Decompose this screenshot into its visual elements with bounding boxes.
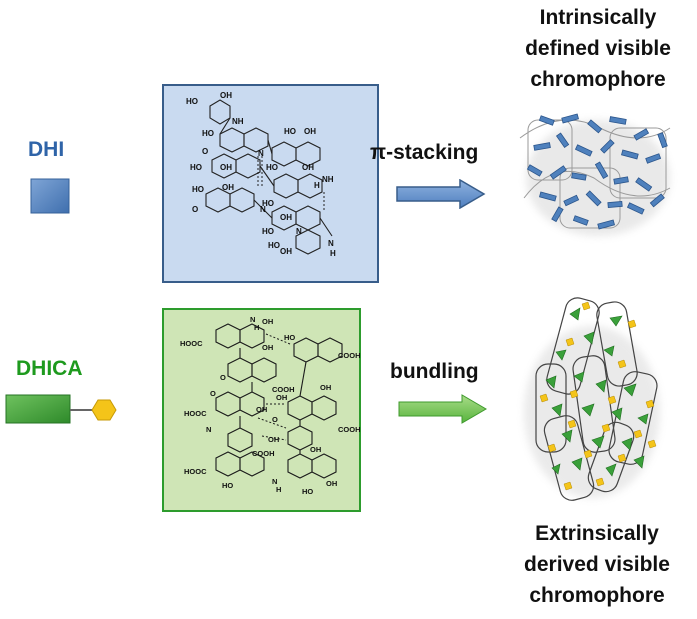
dhi-stacked-aggregate-illustration [519,113,671,236]
dhica-bundle-illustration [524,297,660,501]
dhica-text-cooh-1: COOH [338,351,361,360]
dhi-text-n-1: N [258,149,264,158]
dhica-text-hooc-3: HOOC [184,467,207,476]
dhi-text-ho-2: HO [202,129,214,138]
dhi-text-nh-2: NH [322,175,334,184]
extrinsic-chromophore-heading: Extrinsically derived visible chromophor… [497,518,697,611]
dhi-arrow-icon [396,179,486,209]
dhica-text-oh-1: OH [262,317,273,326]
dhi-text-oh-7: OH [280,247,292,256]
dhica-text-oh-6: OH [268,435,279,444]
dhica-label: DHICA [16,357,83,380]
dhica-text-hooc-2: HOOC [184,409,207,418]
extrinsic-heading-line-2: derived visible [524,553,670,576]
dhica-text-o-2: O [210,389,216,398]
dhica-text-cooh-2: COOH [272,385,295,394]
dhica-text-hooc-1: HOOC [180,339,203,348]
dhica-text-oh-8: OH [326,479,337,488]
dhica-arrow-icon [398,394,487,424]
dhi-text-oh-5: OH [222,183,234,192]
extrinsic-heading-line-1: Extrinsically [535,522,659,545]
dhi-text-ho-8: HO [262,227,274,236]
dhica-text-oh-5: OH [256,405,267,414]
dhi-text-n-3: N [296,227,302,236]
dhica-structure-panel: N H HOOC OH OH HO COOH O COOH OH O OH HO… [162,308,361,512]
dhica-text-ho-3: HO [302,487,313,496]
dhica-text-n-2: N [206,425,211,434]
dhi-text-h-2: H [330,249,336,258]
dhi-text-ho-3: HO [284,127,296,136]
dhi-text-nh-1: NH [232,117,244,126]
dhi-label: DHI [28,138,65,161]
dhica-text-ho-1: HO [284,333,295,342]
dhi-structure-panel: HO OH HO NH HO OH O N HO OH HO OH NH HO … [162,84,379,283]
dhi-text-n-2: N [260,205,266,214]
dhi-text-n-4: N [328,239,334,248]
intrinsic-chromophore-heading: Intrinsically defined visible chromophor… [498,2,697,95]
dhi-text-h-1: H [314,181,320,190]
dhica-text-oh-3: OH [320,383,331,392]
dhica-text-cooh-4: COOH [252,449,275,458]
dhi-text-oh-6: OH [280,213,292,222]
dhi-text-ho-6: HO [192,185,204,194]
dhi-text-ho-4: HO [190,163,202,172]
intrinsic-heading-line-3: chromophore [530,68,666,91]
dhi-text-ho-7: HO [262,199,274,208]
dhi-text-ho-1: HO [186,97,198,106]
intrinsic-heading-line-1: Intrinsically [539,6,657,29]
dhica-text-n-1: N [250,315,255,324]
dhi-text-ho-9: HO [268,241,280,250]
dhi-text-oh-2: OH [304,127,316,136]
dhica-text-oh-7: OH [310,445,321,454]
dhi-text-o-2: O [192,205,198,214]
dhica-text-o-1: O [220,373,226,382]
dhi-text-oh-3: OH [220,163,232,172]
dhi-monomer-icon [30,178,70,214]
dhi-text-o-1: O [202,147,208,156]
dhica-monomer-icon [5,394,117,424]
dhica-text-oh-4: OH [276,393,287,402]
extrinsic-heading-line-3: chromophore [529,584,665,607]
dhica-text-o-3: O [272,415,278,424]
dhica-text-oh-2: OH [262,343,273,352]
dhica-text-h-2: H [276,485,281,494]
dhi-text-oh-1: OH [220,91,232,100]
dhica-text-ho-2: HO [222,481,233,490]
pi-stacking-label: π-stacking [370,141,479,164]
dhica-text-n-3: N [272,477,277,486]
dhi-text-oh-4: OH [302,163,314,172]
dhi-text-ho-5: HO [266,163,278,172]
dhica-text-cooh-3: COOH [338,425,361,434]
intrinsic-heading-line-2: defined visible [525,37,671,60]
dhica-text-h-1: H [254,323,259,332]
bundling-label: bundling [390,360,479,383]
